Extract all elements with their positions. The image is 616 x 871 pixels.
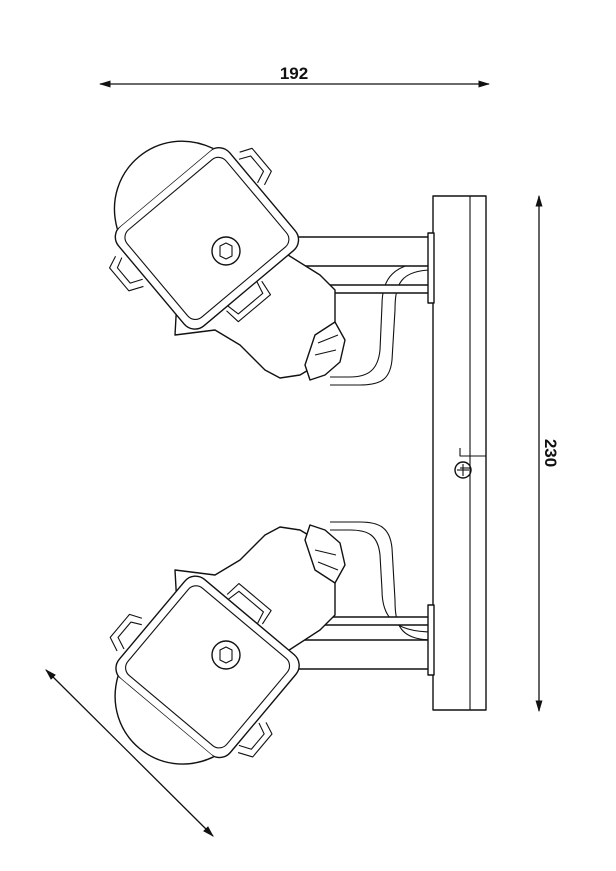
width-dimension: 192 — [98, 64, 491, 88]
pivot-bolt-bottom-icon — [211, 640, 241, 670]
width-dimension-label: 192 — [280, 64, 308, 83]
mounting-plate — [432, 195, 487, 711]
diameter-dimension-line — [45, 669, 214, 837]
mounting-screw-icon — [454, 461, 472, 479]
spotlight-top — [109, 140, 435, 386]
pivot-bolt-top-icon — [211, 236, 241, 266]
spotlight-bottom — [109, 521, 435, 765]
height-dimension-label: 230 — [541, 439, 560, 467]
height-dimension: 230 — [535, 194, 560, 713]
